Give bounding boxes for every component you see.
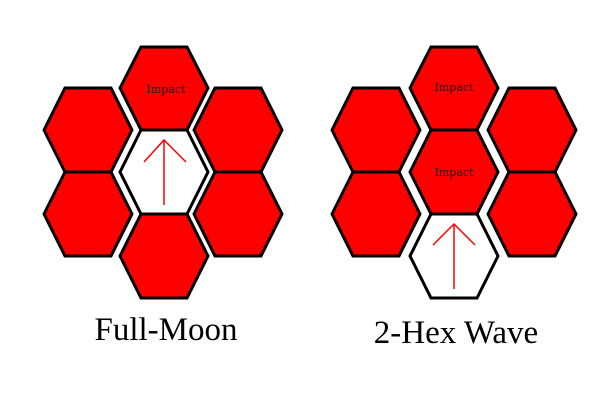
diagram-2-hex-wave: Impact Impact 2-Hex Wave: [330, 45, 578, 351]
up-arrow-icon: [143, 138, 187, 205]
diagram-full-moon: Impact Full-Moon: [42, 45, 284, 348]
hex-upper-left: [42, 86, 134, 174]
hex-lower-left: [330, 170, 422, 258]
hex-impact-middle-label: Impact: [435, 166, 475, 179]
hex-upper-right: [192, 86, 284, 174]
hex-upper-left: [330, 86, 422, 174]
up-arrow-icon: [432, 222, 476, 289]
hex-impact-label: Impact: [147, 83, 187, 96]
hex-lower-left: [42, 170, 134, 258]
hex-lower-right: [192, 170, 284, 258]
hex-impact-top-label: Impact: [435, 81, 475, 94]
hex-upper-right: [486, 86, 578, 174]
hex-lower-right: [486, 170, 578, 258]
diagram-caption: 2-Hex Wave: [374, 315, 538, 351]
diagram-caption: Full-Moon: [94, 312, 237, 348]
hex-bottom: [118, 212, 210, 300]
